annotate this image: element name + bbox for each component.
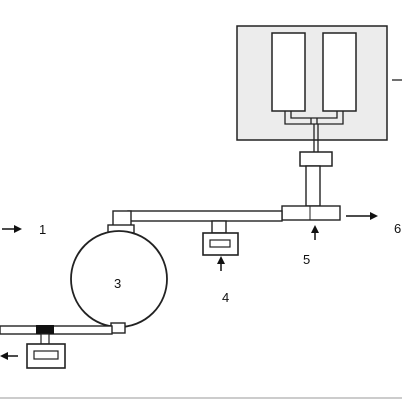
label-4: 4 (222, 290, 229, 305)
vessel-outlet (110, 322, 126, 334)
column-manifold (284, 111, 344, 152)
column-left (271, 32, 306, 112)
inlet-tube (0, 325, 113, 335)
vertical-tube (305, 165, 321, 207)
column-enclosure (236, 25, 388, 152)
main-tube (127, 210, 283, 222)
valve-stem (40, 333, 50, 345)
sensor-4 (202, 220, 239, 256)
inlet-gauge (26, 343, 66, 369)
label-5: 5 (303, 252, 310, 267)
label-1: 1 (39, 222, 46, 237)
top-connector (299, 151, 333, 167)
tee-junction (281, 205, 341, 221)
label-6: 6 (394, 221, 401, 236)
enclosure-box (236, 25, 388, 141)
column-right (322, 32, 357, 112)
inlet-valve (36, 325, 54, 334)
label-3: 3 (114, 276, 121, 291)
